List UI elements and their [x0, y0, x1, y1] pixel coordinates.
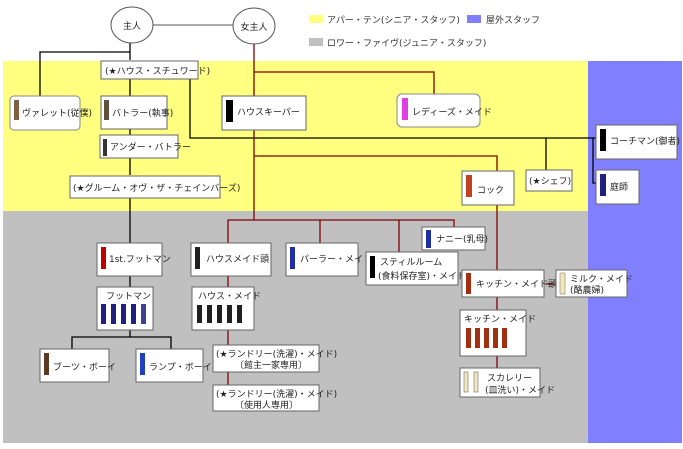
- svg-text:フットマン: フットマン: [106, 292, 151, 302]
- svg-text:コーチマン(御者): コーチマン(御者): [610, 135, 680, 147]
- valet-figure-icon: [14, 100, 19, 120]
- node-butler[interactable]: バトラー(執事): [100, 95, 173, 130]
- node-cook[interactable]: コック: [461, 170, 515, 206]
- svg-text:ブーツ・ボーイ: ブーツ・ボーイ: [53, 361, 116, 373]
- node-gardener[interactable]: 庭師: [595, 169, 640, 205]
- mistress-node[interactable]: 女主人: [232, 7, 276, 45]
- node-coachman[interactable]: コーチマン(御者): [595, 124, 680, 160]
- kitchen-maid-figures-icon: [466, 328, 507, 348]
- gardener-figure-icon: [600, 174, 606, 196]
- master-label: 主人: [123, 20, 141, 32]
- svg-text:バトラー(執事): バトラー(執事): [112, 107, 173, 119]
- svg-text:(皿洗い)・メイド: (皿洗い)・メイド: [485, 384, 555, 396]
- outdoor-staff-zone: [588, 61, 682, 443]
- svg-text:ランプ・ボーイ: ランプ・ボーイ: [149, 362, 212, 373]
- svg-text:ヴァレット(従僕): ヴァレット(従僕): [22, 107, 92, 119]
- stillroom-maid-figure-icon: [370, 256, 375, 278]
- coachman-figure-icon: [600, 129, 606, 151]
- node-nanny[interactable]: ナニー(乳母): [421, 226, 488, 251]
- node-kitchen-maid[interactable]: キッチン・メイド: [459, 309, 536, 357]
- cook-figure-icon: [466, 175, 472, 197]
- svg-text:スカレリー: スカレリー: [487, 373, 532, 384]
- svg-text:(★ハウス・スチュワード): (★ハウス・スチュワード): [105, 66, 210, 77]
- node-laundry-maid-staff[interactable]: (★ランドリー(洗濯)・メイド) 〔使用人専用〕: [212, 384, 337, 412]
- legend-label-outdoor: 屋外スタッフ: [486, 14, 540, 26]
- svg-text:ハウス・メイド: ハウス・メイド: [198, 291, 261, 302]
- legend-label-upper: アパー・テン(シニア・スタッフ): [327, 15, 460, 26]
- node-parlour-maid[interactable]: パーラー・メイド: [285, 242, 372, 277]
- head-housemaid-figure-icon: [195, 247, 200, 269]
- svg-text:〔館主一家専用〕: 〔館主一家専用〕: [235, 359, 307, 371]
- node-footman[interactable]: フットマン: [96, 286, 154, 331]
- svg-text:ハウスメイド頭: ハウスメイド頭: [206, 254, 269, 265]
- node-lamp-boy[interactable]: ランプ・ボーイ: [135, 348, 212, 383]
- footman-figures-icon: [101, 304, 146, 324]
- svg-text:キッチン・メイド頭: キッチン・メイド頭: [476, 279, 557, 290]
- svg-text:レディーズ・メイド: レディーズ・メイド: [412, 106, 492, 118]
- node-laundry-maid-family[interactable]: (★ランドリー(洗濯)・メイド) 〔館主一家専用〕: [212, 344, 337, 373]
- svg-text:ナニー(乳母): ナニー(乳母): [436, 233, 488, 245]
- svg-text:スティルルーム: スティルルーム: [380, 257, 442, 268]
- master-node[interactable]: 主人: [110, 6, 154, 44]
- dairy-maid-figure-icon: [559, 272, 566, 295]
- node-house-steward[interactable]: (★ハウス・スチュワード): [100, 60, 210, 80]
- first-footman-figure-icon: [101, 247, 106, 269]
- nanny-figure-icon: [426, 230, 431, 248]
- svg-text:ミルク・メイド: ミルク・メイド: [570, 274, 633, 285]
- svg-text:パーラー・メイド: パーラー・メイド: [300, 254, 372, 265]
- node-head-kitchen-maid[interactable]: キッチン・メイド頭: [461, 269, 557, 298]
- svg-text:(酪農婦): (酪農婦): [570, 284, 604, 296]
- svg-text:アンダー・バトラー: アンダー・バトラー: [110, 141, 191, 153]
- legend-swatch-upper: [309, 15, 323, 23]
- node-scullery-maid[interactable]: スカレリー (皿洗い)・メイド: [459, 367, 555, 398]
- housekeeper-figure-icon: [226, 100, 233, 122]
- svg-text:(★ランドリー(洗濯)・メイド): (★ランドリー(洗濯)・メイド): [216, 348, 337, 360]
- node-ladys-maid[interactable]: レディーズ・メイド: [396, 93, 492, 128]
- mistress-label: 女主人: [240, 21, 267, 33]
- node-head-housemaid[interactable]: ハウスメイド頭: [190, 242, 272, 277]
- node-stillroom-maid[interactable]: スティルルーム (食料保存室)・メイド: [365, 251, 466, 286]
- node-housekeeper[interactable]: ハウスキーパー: [221, 95, 307, 131]
- ladys-maid-figure-icon: [402, 98, 408, 120]
- legend-label-lower: ロワー・ファイヴ(ジュニア・スタッフ): [327, 37, 486, 49]
- master-connectors: [39, 24, 600, 349]
- svg-text:(★シェフ): (★シェフ): [529, 177, 571, 187]
- boots-boy-figure-icon: [44, 353, 49, 375]
- parlour-maid-figure-icon: [290, 247, 295, 269]
- node-chef[interactable]: (★シェフ): [525, 169, 573, 192]
- node-valet[interactable]: ヴァレット(従僕): [9, 95, 92, 131]
- scullery-maid-figures-icon: [463, 371, 479, 393]
- svg-text:1st.フットマン: 1st.フットマン: [109, 255, 171, 265]
- svg-text:(食料保存室)・メイド: (食料保存室)・メイド: [378, 270, 466, 282]
- node-groom-of-chambers[interactable]: (★グルーム・オヴ・ザ・チェインバーズ): [69, 175, 240, 199]
- svg-text:(★グルーム・オヴ・ザ・チェインバーズ): (★グルーム・オヴ・ザ・チェインバーズ): [73, 182, 240, 194]
- under-butler-figure-icon: [103, 139, 107, 156]
- svg-text:キッチン・メイド: キッチン・メイド: [464, 314, 536, 325]
- mistress-connectors: [227, 44, 556, 385]
- legend-swatch-lower: [309, 38, 323, 46]
- node-boots-boy[interactable]: ブーツ・ボーイ: [39, 348, 116, 383]
- node-dairy-maid[interactable]: ミルク・メイド (酪農婦): [555, 269, 633, 298]
- svg-text:(★ランドリー(洗濯)・メイド): (★ランドリー(洗濯)・メイド): [216, 388, 337, 400]
- node-first-footman[interactable]: 1st.フットマン: [96, 242, 171, 277]
- node-under-butler[interactable]: アンダー・バトラー: [99, 134, 191, 159]
- butler-figure-icon: [104, 100, 109, 120]
- legend-swatch-outdoor: [467, 15, 481, 23]
- svg-text:ハウスキーパー: ハウスキーパー: [237, 107, 300, 118]
- head-kitchen-maid-figure-icon: [466, 273, 471, 294]
- node-housemaid[interactable]: ハウス・メイド: [191, 286, 261, 331]
- housemaid-figures-icon: [197, 305, 242, 323]
- svg-text:コック: コック: [477, 185, 504, 196]
- svg-text:〔使用人専用〕: 〔使用人専用〕: [235, 399, 298, 411]
- svg-text:庭師: 庭師: [610, 181, 628, 193]
- lamp-boy-figure-icon: [140, 353, 145, 375]
